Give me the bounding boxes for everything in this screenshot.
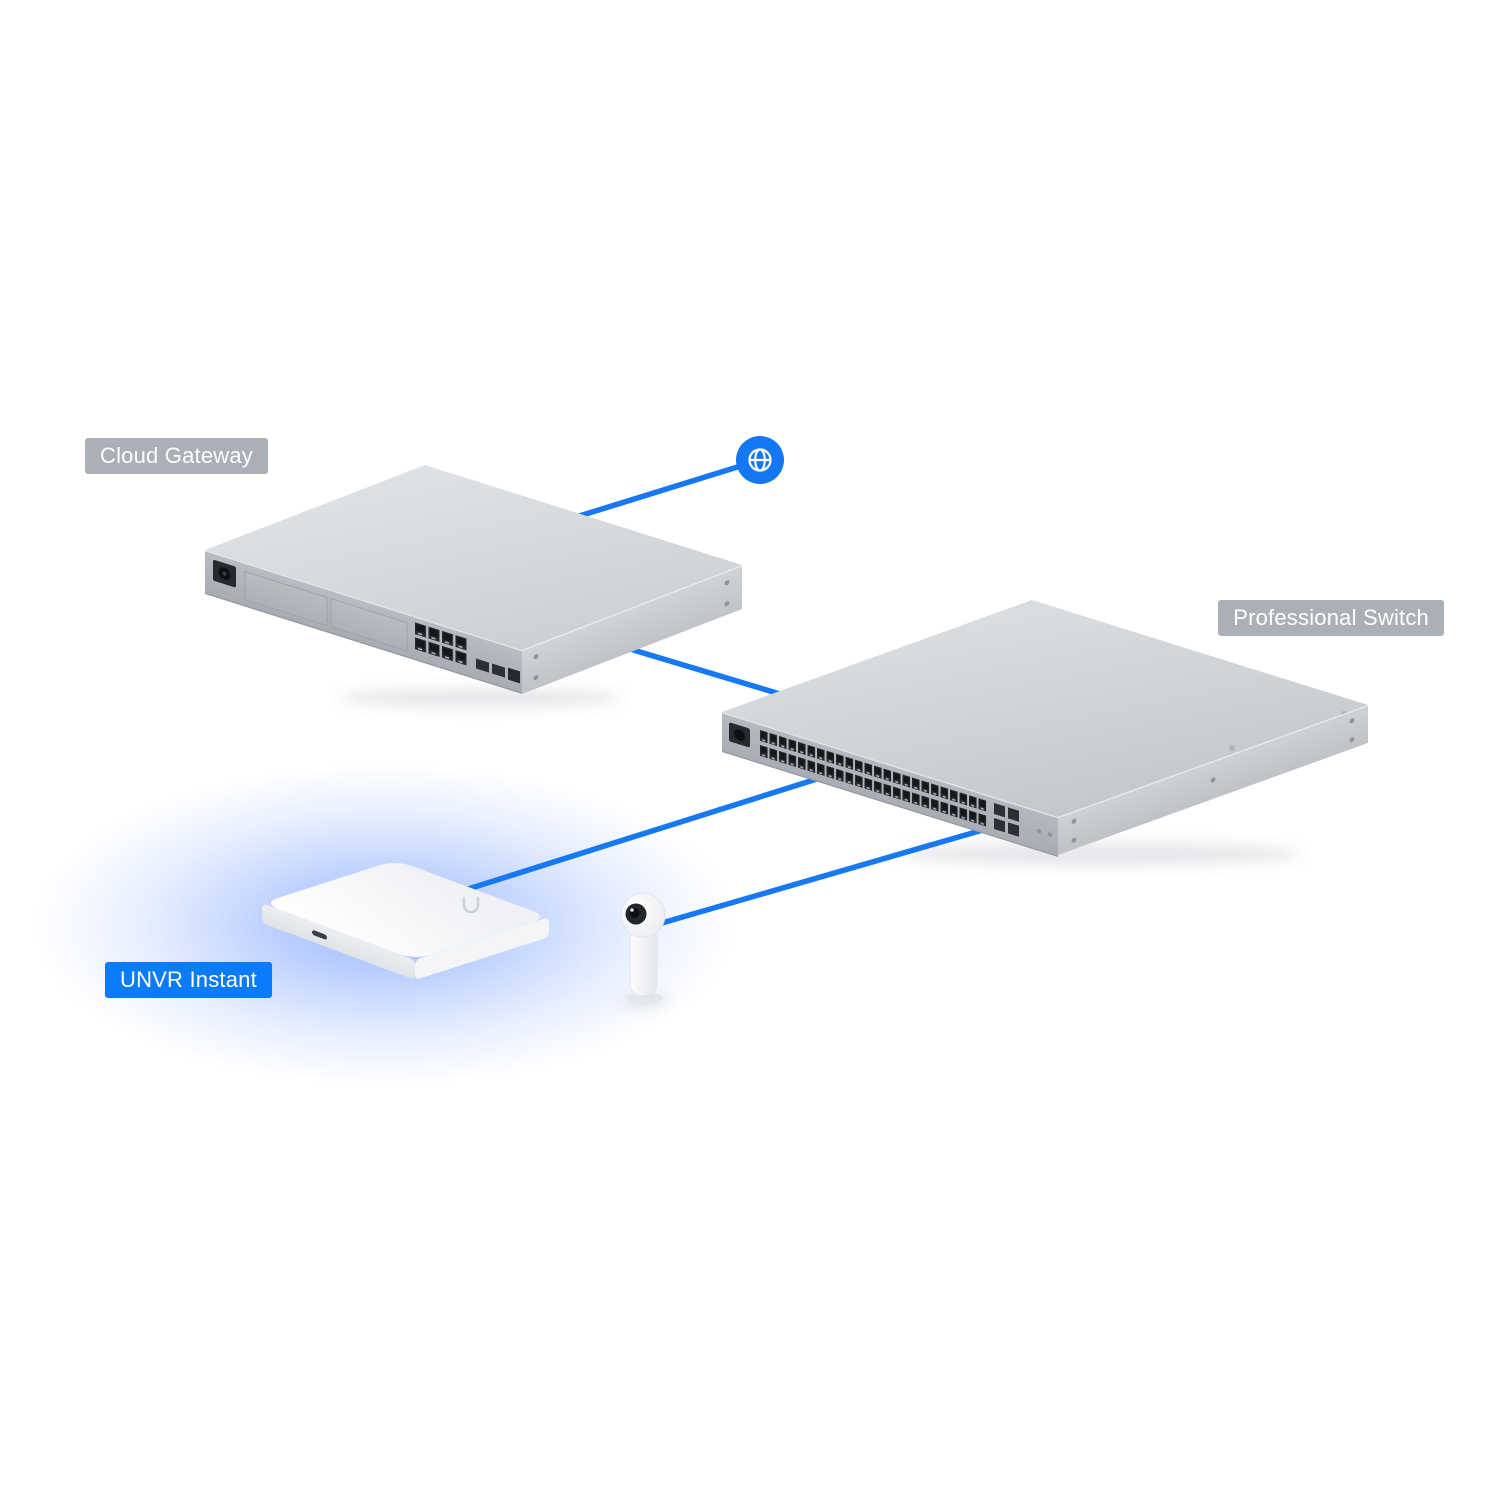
- connection-internet-to-gateway: [557, 457, 763, 525]
- professional-switch-top-face: [722, 600, 1368, 817]
- camera-stand: [629, 927, 658, 997]
- unvr-front-face: [262, 904, 415, 979]
- unvr-instant-label: UNVR Instant: [105, 962, 272, 998]
- ethernet-ports: [760, 729, 988, 828]
- unvr-top-face: [271, 863, 540, 957]
- sfp-ports: [994, 802, 1019, 837]
- unvr-instant-device: [262, 863, 549, 979]
- cloud-gateway-device: [205, 465, 742, 695]
- usb-c-port: [312, 930, 327, 940]
- front-screw: [1036, 828, 1042, 834]
- professional-switch-front-face: [722, 712, 1058, 857]
- professional-switch-label: Professional Switch: [1218, 600, 1444, 636]
- connection-switch-to-unvr: [462, 775, 823, 893]
- power-inlet: [213, 560, 236, 588]
- cloud-gateway-side-face: [522, 564, 742, 694]
- top-screw: [1229, 745, 1235, 751]
- professional-switch-device: [722, 600, 1368, 857]
- professional-switch-side-face: [1058, 704, 1368, 855]
- globe-icon: [736, 436, 784, 484]
- ethernet-ports: [415, 622, 469, 667]
- connection-switch-to-camera: [652, 822, 1003, 928]
- front-screw: [1047, 832, 1053, 837]
- cloud-gateway-top-face: [205, 465, 742, 650]
- cloud-gateway-label: Cloud Gateway: [85, 438, 269, 474]
- cloud-gateway-front-face: [205, 550, 522, 695]
- camera-device: [620, 892, 666, 1004]
- drive-bays: [244, 570, 408, 652]
- ubiquiti-logo: [462, 896, 480, 914]
- sfp-ports: [476, 658, 520, 684]
- power-inlet: [729, 722, 750, 748]
- unvr-side-face: [415, 918, 549, 979]
